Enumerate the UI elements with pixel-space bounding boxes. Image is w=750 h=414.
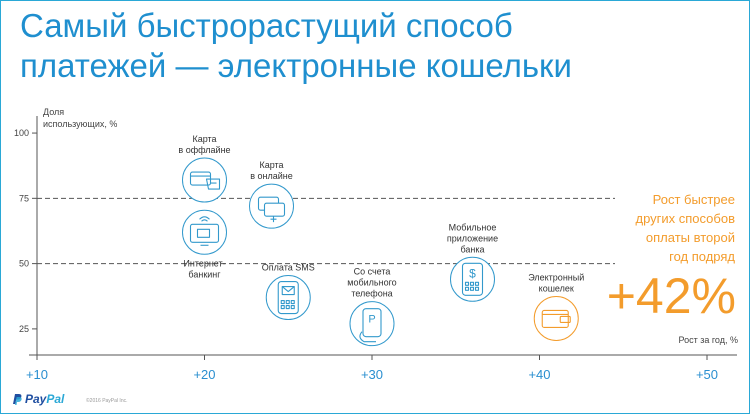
envelope-flap <box>281 286 295 293</box>
wallet-shape <box>541 309 569 328</box>
phone-shape <box>461 262 484 296</box>
callout-line-3: оплаты второй <box>645 230 735 245</box>
y-tick-label: 75 <box>19 193 29 203</box>
point-label: Оплата SMS <box>262 263 315 273</box>
y-axis-label: Доля <box>43 107 64 117</box>
hand-shape <box>359 331 376 343</box>
wifi-shape <box>199 216 210 222</box>
y-tick-label: 25 <box>19 324 29 334</box>
point-label: Со счета <box>354 267 391 277</box>
keypad-key <box>280 305 285 310</box>
keypad-key <box>280 300 285 305</box>
point-circle <box>182 157 227 203</box>
data-point <box>182 157 227 203</box>
keypad-key <box>469 281 475 286</box>
x-axis-label: Рост за год, % <box>678 335 738 345</box>
y-tick-label: 50 <box>19 259 29 269</box>
data-point <box>533 295 579 341</box>
point-circle <box>265 275 311 321</box>
point-label: кошелек <box>539 283 574 293</box>
point-label: Мобильное <box>449 222 497 232</box>
x-tick-label: +30 <box>361 367 383 382</box>
point-label: Интернет- <box>183 258 225 268</box>
point-label: телефона <box>351 289 392 299</box>
keypad-key <box>469 286 475 291</box>
card-shape-2 <box>263 202 286 217</box>
keypad-key <box>290 305 295 310</box>
title-line-1: Самый быстрорастущий способ <box>20 7 513 44</box>
p-glyph: P <box>368 314 375 326</box>
x-tick-label: +40 <box>528 367 550 382</box>
callout-line-1: Рост быстрее <box>652 192 735 207</box>
data-point <box>265 275 311 321</box>
keypad-key <box>290 300 295 305</box>
callout-line-4: год подряд <box>669 249 735 264</box>
keypad-key <box>285 300 290 305</box>
data-point: P <box>349 301 395 347</box>
data-point <box>182 209 227 255</box>
terminal-shape <box>205 178 221 190</box>
point-label: Карта <box>259 160 283 170</box>
point-label: приложение <box>447 233 498 243</box>
brand-pay: Pay <box>25 392 47 406</box>
data-point <box>249 183 294 229</box>
keypad-key <box>464 286 470 291</box>
paypal-logo: PayPal <box>12 392 64 406</box>
x-tick-label: +10 <box>26 367 48 382</box>
y-axis-label: использующих, % <box>43 119 117 129</box>
title-line-2: платежей — электронные кошельки <box>20 47 572 84</box>
x-tick-label: +50 <box>696 367 718 382</box>
point-label: в оффлайне <box>178 145 230 155</box>
callout-text: Рост быстрее других способов оплаты втор… <box>600 190 735 266</box>
point-circle <box>182 209 227 255</box>
point-label: Карта <box>192 134 216 144</box>
y-tick-label: 100 <box>14 128 29 138</box>
point-circle <box>349 301 395 347</box>
keypad-key <box>285 305 290 310</box>
keypad-key <box>474 281 480 286</box>
dollar-glyph: $ <box>469 266 476 280</box>
brand-pal: Pal <box>46 392 65 406</box>
paypal-p-icon <box>13 394 22 405</box>
data-point: $ <box>450 256 495 302</box>
point-label: Электронный <box>528 272 584 282</box>
arrow-shape <box>270 216 277 223</box>
phone-shape <box>362 308 382 338</box>
point-label: в онлайне <box>250 171 293 181</box>
monitor-shape <box>189 223 220 243</box>
point-label: банкинг <box>188 269 221 279</box>
copyright-text: ©2016 PayPal Inc. <box>86 398 128 404</box>
keypad-key <box>464 281 470 286</box>
point-circle <box>533 295 579 341</box>
point-circle <box>450 256 495 302</box>
x-tick-label: +20 <box>193 367 215 382</box>
card-inner <box>196 228 211 238</box>
slide-title: Самый быстрорастущий способ платежей — э… <box>20 6 720 86</box>
point-label: банка <box>460 244 484 254</box>
envelope-shape <box>281 286 295 296</box>
phone-shape <box>277 281 299 315</box>
wallet-clasp <box>559 315 571 323</box>
keypad-key <box>474 286 480 291</box>
point-label: мобильного <box>347 278 396 288</box>
callout-value: +42% <box>606 268 736 324</box>
callout-line-2: других способов <box>635 211 735 226</box>
